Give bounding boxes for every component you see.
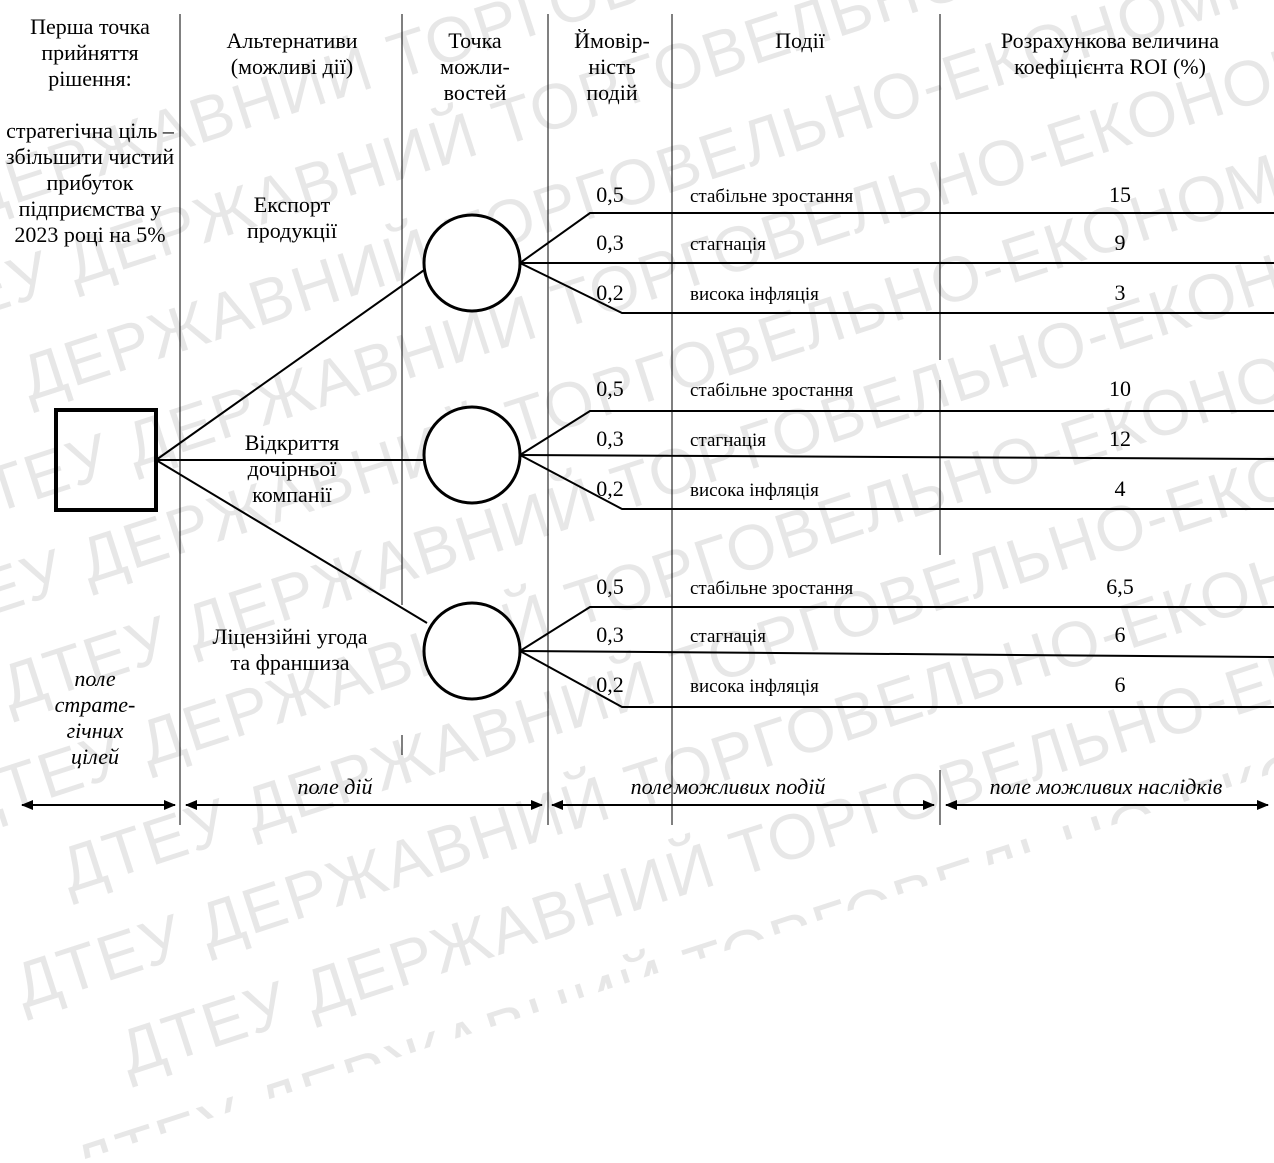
event-label: стагнація — [690, 234, 766, 255]
header-opportunity-point: Точка можли-востей — [440, 28, 510, 105]
tree-lines — [21, 14, 1274, 825]
event-line-growth — [519, 212, 1274, 264]
alternative-label-2: Відкриття дочірньої компанії — [244, 430, 340, 507]
event-label: стабільне зростання — [690, 380, 854, 401]
roi-value: 6 — [1114, 622, 1126, 647]
chance-node-2 — [422, 405, 522, 505]
probability-value: 0,3 — [596, 622, 624, 647]
event-line-inflation — [519, 650, 1274, 708]
roi-value: 10 — [1109, 376, 1131, 401]
roi-value: 3 — [1114, 280, 1126, 305]
event-lines-1 — [519, 212, 1274, 314]
event-label: стагнація — [690, 626, 766, 647]
probability-value: 0,2 — [596, 280, 624, 305]
field-label-events-prefix: поле — [630, 774, 672, 799]
header-decision-point: Перша точка прийняття рішення: — [30, 14, 150, 91]
event-label: стабільне зростання — [690, 186, 854, 207]
branch-line-1 — [155, 267, 428, 461]
roi-value: 9 — [1114, 230, 1126, 255]
header-roi: Розрахункова величина коефіцієнта ROI (%… — [1000, 28, 1220, 79]
chance-node-1 — [422, 213, 522, 313]
header-probability: Ймовір-ність подій — [574, 28, 650, 105]
event-line-inflation — [519, 454, 1274, 510]
alternative-label-3: Ліцензійні угода та франшиза — [212, 624, 368, 675]
column-dividers — [179, 14, 941, 825]
probability-value: 0,5 — [596, 182, 624, 207]
alternative-label-1: Експорт продукції — [246, 192, 338, 243]
branch-line-3 — [155, 459, 428, 624]
probability-value: 0,2 — [596, 672, 624, 697]
roi-value: 12 — [1109, 426, 1131, 451]
event-lines-2 — [519, 410, 1274, 510]
roi-value: 6,5 — [1106, 574, 1134, 599]
event-line-growth — [519, 606, 1274, 652]
field-label-outcomes: поле можливих наслідків — [989, 774, 1223, 799]
field-label-events: можливих подій — [674, 774, 826, 799]
event-label: стабільне зростання — [690, 578, 854, 599]
roi-value: 4 — [1114, 476, 1126, 501]
header-events: Події — [775, 28, 825, 53]
event-line-stagnation — [519, 650, 1274, 658]
event-line-stagnation — [519, 454, 1274, 460]
chance-node-3 — [422, 601, 522, 701]
event-label: висока інфляція — [690, 480, 819, 501]
probability-value: 0,3 — [596, 230, 624, 255]
event-label: висока інфляція — [690, 284, 819, 305]
decision-node-square — [54, 408, 158, 512]
header-alternatives: Альтернативи (можливі дії) — [226, 28, 358, 79]
event-line-growth — [519, 410, 1274, 456]
event-label: стагнація — [690, 430, 766, 451]
event-line-inflation — [519, 262, 1274, 314]
field-label-actions: поле дій — [297, 774, 373, 799]
probability-value: 0,2 — [596, 476, 624, 501]
event-label: висока інфляція — [690, 676, 819, 697]
field-label-goals: поле страте-гічних цілей — [54, 666, 136, 769]
goal-text: стратегічна ціль – збільшити чистий приб… — [5, 118, 175, 247]
event-lines-3 — [519, 606, 1274, 708]
probability-value: 0,5 — [596, 574, 624, 599]
roi-value: 6 — [1114, 672, 1126, 697]
probability-value: 0,5 — [596, 376, 624, 401]
roi-value: 15 — [1109, 182, 1131, 207]
probability-value: 0,3 — [596, 426, 624, 451]
